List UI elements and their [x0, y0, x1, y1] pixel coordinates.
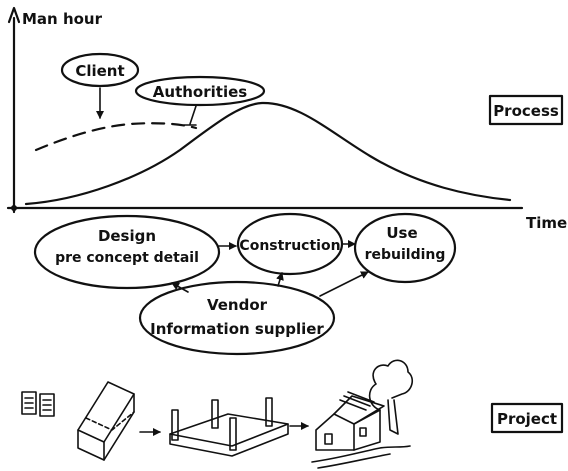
frame-structure-icon — [169, 397, 289, 457]
construction-label: Construction — [239, 238, 340, 254]
process-curve — [24, 101, 512, 206]
y-axis-arrow-icon — [7, 6, 21, 24]
design-ellipse — [33, 214, 221, 290]
design-sublabel: pre concept detail — [55, 250, 199, 266]
x-axis-label: Time — [526, 214, 567, 232]
authorities-pointer — [189, 105, 197, 125]
house-with-tree-icon — [311, 359, 414, 469]
influence-dashed-curve — [34, 122, 198, 152]
authorities-label: Authorities — [153, 83, 247, 101]
origin-dot — [11, 205, 17, 211]
project-label: Project — [497, 410, 557, 428]
vendor-to-construction-arrow — [276, 272, 284, 287]
design-label: Design — [98, 227, 156, 245]
process-box — [488, 94, 564, 126]
vendor-to-design-arrow — [171, 282, 189, 293]
y-axis-label: Man hour — [22, 10, 103, 28]
client-ellipse — [60, 52, 140, 88]
building-block-icon — [77, 381, 135, 461]
use-ellipse — [353, 212, 457, 284]
project-box — [490, 402, 564, 434]
vendor-ellipse — [138, 280, 336, 356]
vendor-sublabel: Information supplier — [150, 320, 324, 338]
client-label: Client — [75, 62, 124, 80]
process-label: Process — [493, 102, 559, 120]
authorities-ellipse — [134, 75, 266, 107]
vendor-to-use-arrow — [319, 271, 369, 297]
chart-axes — [6, 6, 524, 214]
documents-icon — [21, 391, 55, 417]
rebuilding-label: rebuilding — [365, 247, 446, 263]
vendor-label: Vendor — [207, 296, 268, 314]
use-label: Use — [386, 224, 417, 242]
